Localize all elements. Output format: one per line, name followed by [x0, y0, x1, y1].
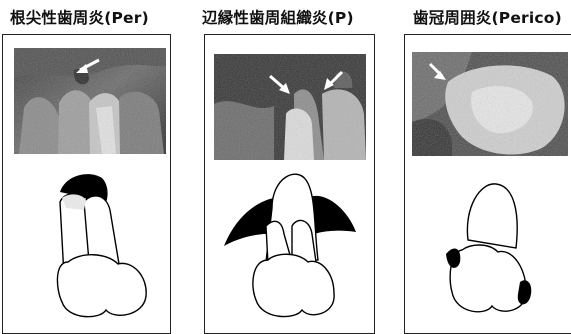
radiograph-p [214, 54, 366, 160]
diagram-p [222, 168, 362, 326]
radiograph-perico [412, 52, 568, 156]
panel-title-perico: 歯冠周囲炎(Perico) [413, 6, 562, 28]
tooth-crown [450, 245, 526, 312]
diagram-per [44, 170, 159, 325]
panel-title-p: 辺縁性歯周組織炎(P) [202, 6, 354, 28]
lesion-shape [446, 248, 460, 267]
radiograph-per [14, 48, 166, 154]
panel-title-per: 根尖性歯周炎(Per) [10, 6, 149, 28]
diagram-perico [440, 178, 540, 328]
lesion-shape [518, 280, 532, 304]
tooth-crown [57, 255, 146, 317]
tooth-crown [253, 254, 334, 316]
